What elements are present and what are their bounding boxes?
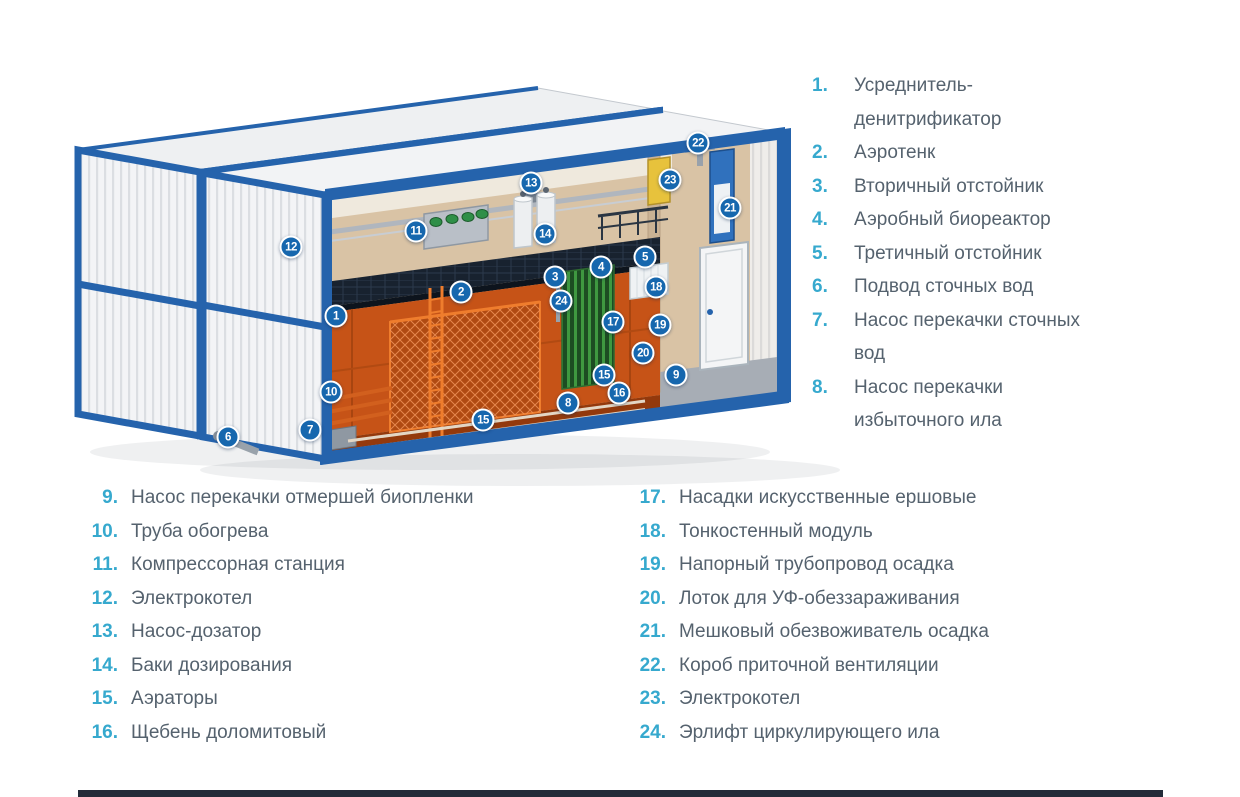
legend-item: 6. Подвод сточных вод <box>812 270 1164 304</box>
legend-item-label: Короб приточной вентиляции <box>679 654 939 676</box>
legend-item: 1. Усреднитель-денитрификатор <box>812 69 1164 136</box>
legend-item-number: 15. <box>91 688 118 709</box>
legend-item: 23. Электрокотел <box>632 682 1198 716</box>
legend-item-number: 24. <box>639 721 666 743</box>
legend-item: 17. Насадки искусственные ершовые <box>632 481 1198 515</box>
walkway-deck <box>325 237 660 307</box>
legend-item-number: 4. <box>812 209 828 230</box>
thin-wall-module <box>629 262 669 300</box>
legend-item-number: 13. <box>91 621 118 642</box>
legend-item: 24. Эрлифт циркулирующего ила <box>632 716 1198 750</box>
legend-item-number: 8. <box>812 376 828 398</box>
legend-item-label: Электрокотел <box>679 688 801 709</box>
legend-item-number: 23. <box>639 688 666 709</box>
legend-item-label: Компрессорная станция <box>131 554 345 575</box>
bottom-divider-bar <box>78 790 1163 797</box>
legend-item: 15. Аэраторы <box>88 682 598 716</box>
legend-items-9-16: 9. Насос перекачки отмершей биопленки 10… <box>88 481 598 749</box>
legend-item-number: 16. <box>91 721 118 743</box>
legend-item-label: Насос перекачки избыточного ила <box>854 376 1004 432</box>
legend-item-label: Труба обогрева <box>131 520 269 542</box>
legend-item: 18. Тонкостенный модуль <box>632 515 1198 549</box>
legend-item: 10. Труба обогрева <box>88 515 598 549</box>
legend-items-17-24: 17. Насадки искусственные ершовые 18. То… <box>632 481 1198 749</box>
legend-item-number: 14. <box>91 654 118 676</box>
legend-item: 20. Лоток для УФ-обеззараживания <box>632 582 1198 616</box>
legend-item-label: Лоток для УФ-обеззараживания <box>679 587 960 609</box>
legend-item-number: 11. <box>92 554 118 575</box>
legend-item-label: Аэробный биореактор <box>854 209 1051 230</box>
legend-item-label: Вторичный отстойник <box>854 175 1044 197</box>
legend-item: 5. Третичный отстойник <box>812 237 1164 271</box>
legend-item-number: 10. <box>91 520 118 542</box>
legend-item-number: 7. <box>812 309 828 331</box>
legend-item-label: Третичный отстойник <box>854 242 1042 264</box>
legend-item-number: 21. <box>639 621 666 642</box>
legend-item: 2. Аэротенк <box>812 136 1164 170</box>
legend-item: 7. Насос перекачки сточных вод <box>812 304 1164 371</box>
legend-item-number: 17. <box>639 487 666 508</box>
legend-item-label: Щебень доломитовый <box>131 721 327 743</box>
legend-item-label: Напорный трубопровод осадка <box>679 554 954 575</box>
legend-item: 8. Насос перекачки избыточного ила <box>812 371 1164 438</box>
legend-item-label: Тонкостенный модуль <box>679 520 873 542</box>
legend-item: 19. Напорный трубопровод осадка <box>632 548 1198 582</box>
door <box>699 240 749 372</box>
legend-item-number: 3. <box>812 175 828 197</box>
legend-item-number: 5. <box>812 242 828 264</box>
wastewater-pump <box>329 425 357 451</box>
brush-media-module <box>561 264 615 390</box>
legend-item-number: 9. <box>102 487 118 508</box>
legend-item: 13. Насос-дозатор <box>88 615 598 649</box>
legend-items-1-8: 1. Усреднитель-денитрификатор 2. Аэротен… <box>812 69 1164 438</box>
legend-item-number: 6. <box>812 276 828 297</box>
deck-railings <box>597 205 669 240</box>
legend-item-number: 22. <box>639 654 666 676</box>
legend-item-label: Баки дозирования <box>131 654 292 676</box>
legend-item: 4. Аэробный биореактор <box>812 203 1164 237</box>
legend-item-label: Насос перекачки отмершей биопленки <box>131 487 474 508</box>
legend-item-label: Электрокотел <box>131 587 253 609</box>
bag-dewaterer <box>709 148 735 244</box>
legend-item-number: 2. <box>812 142 828 163</box>
front-container <box>199 109 791 465</box>
legend-item: 9. Насос перекачки отмершей биопленки <box>88 481 598 515</box>
legend-item: 11. Компрессорная станция <box>88 548 598 582</box>
legend-item-number: 1. <box>812 75 828 96</box>
ladder <box>428 286 444 445</box>
legend-item-label: Насадки искусственные ершовые <box>679 487 977 508</box>
legend-item-number: 20. <box>639 587 666 609</box>
legend-item-number: 19. <box>639 554 666 575</box>
legend-item-label: Аэротенк <box>854 142 936 163</box>
legend-item-label: Насос-дозатор <box>131 621 262 642</box>
legend-item: 22. Короб приточной вентиляции <box>632 649 1198 683</box>
legend-item-label: Усреднитель-денитрификатор <box>854 75 1002 130</box>
legend-item: 16. Щебень доломитовый <box>88 716 598 750</box>
legend-item-label: Аэраторы <box>131 688 218 709</box>
legend-item-number: 12. <box>91 587 118 609</box>
legend-item: 21. Мешковый обезвоживатель осадка <box>632 615 1198 649</box>
electric-boiler <box>647 156 671 206</box>
legend-item: 12. Электрокотел <box>88 582 598 616</box>
legend-item: 14. Баки дозирования <box>88 649 598 683</box>
legend-item-label: Мешковый обезвоживатель осадка <box>679 621 989 642</box>
legend-item-label: Эрлифт циркулирующего ила <box>679 721 940 743</box>
gravel-basket <box>389 300 541 434</box>
legend-item: 3. Вторичный отстойник <box>812 170 1164 204</box>
legend-item-number: 18. <box>639 520 666 542</box>
legend-item-label: Насос перекачки сточных вод <box>854 309 1081 365</box>
legend-item-label: Подвод сточных вод <box>854 276 1034 297</box>
air-pipes <box>329 186 651 242</box>
